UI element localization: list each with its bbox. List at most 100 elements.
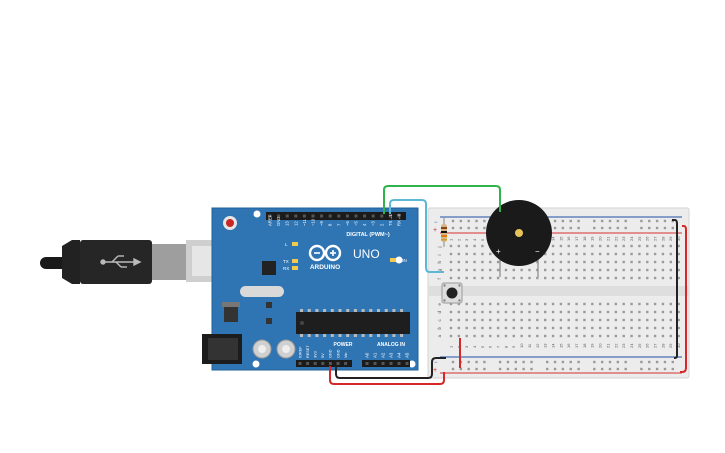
breadboard-hole[interactable] xyxy=(496,326,500,330)
breadboard-hole[interactable] xyxy=(583,276,586,280)
breadboard-hole[interactable] xyxy=(481,310,484,314)
breadboard-hole[interactable] xyxy=(559,244,563,248)
breadboard-hole[interactable] xyxy=(606,260,610,264)
breadboard-hole[interactable] xyxy=(638,244,641,248)
breadboard-hole[interactable] xyxy=(614,326,618,330)
breadboard-hole[interactable] xyxy=(653,326,657,330)
breadboard-hole[interactable] xyxy=(575,334,578,338)
breadboard-hole[interactable] xyxy=(616,360,620,364)
breadboard-hole[interactable] xyxy=(551,318,555,322)
breadboard-hole[interactable] xyxy=(544,310,547,314)
breadboard-hole[interactable] xyxy=(512,276,515,280)
breadboard-hole[interactable] xyxy=(520,318,523,322)
digital-header[interactable] xyxy=(266,212,406,220)
breadboard-hole[interactable] xyxy=(473,252,476,256)
breadboard-hole[interactable] xyxy=(655,367,659,371)
breadboard-hole[interactable] xyxy=(504,302,508,306)
breadboard-hole[interactable] xyxy=(457,276,461,280)
breadboard-hole[interactable] xyxy=(622,268,625,272)
breadboard-hole[interactable] xyxy=(614,310,618,314)
breadboard-hole[interactable] xyxy=(567,310,570,314)
breadboard-hole[interactable] xyxy=(528,334,531,338)
breadboard-hole[interactable] xyxy=(475,360,478,364)
breadboard-hole[interactable] xyxy=(544,276,547,280)
breadboard-hole[interactable] xyxy=(481,252,484,256)
breadboard-hole[interactable] xyxy=(559,260,563,264)
breadboard-hole[interactable] xyxy=(577,226,580,230)
breadboard-hole[interactable] xyxy=(614,276,618,280)
breadboard-hole[interactable] xyxy=(661,334,665,338)
breadboard-hole[interactable] xyxy=(622,276,625,280)
breadboard-hole[interactable] xyxy=(544,268,547,272)
breadboard-hole[interactable] xyxy=(669,318,672,322)
breadboard-hole[interactable] xyxy=(630,244,633,248)
breadboard-hole[interactable] xyxy=(614,334,618,338)
wire-cyan[interactable] xyxy=(389,199,444,273)
breadboard-hole[interactable] xyxy=(489,310,492,314)
breadboard-hole[interactable] xyxy=(467,226,470,230)
breadboard-hole[interactable] xyxy=(559,318,563,322)
breadboard-hole[interactable] xyxy=(583,244,586,248)
breadboard-hole[interactable] xyxy=(544,302,547,306)
breadboard-hole[interactable] xyxy=(536,260,539,264)
breadboard-hole[interactable] xyxy=(544,252,547,256)
breadboard-hole[interactable] xyxy=(669,326,672,330)
breadboard-hole[interactable] xyxy=(669,268,672,272)
breadboard-hole[interactable] xyxy=(661,260,665,264)
analog-pin[interactable] xyxy=(397,362,401,365)
breadboard-hole[interactable] xyxy=(677,276,680,280)
power-pin[interactable] xyxy=(306,362,310,365)
breadboard-hole[interactable] xyxy=(567,268,570,272)
breadboard-hole[interactable] xyxy=(671,367,674,371)
digital-pin[interactable] xyxy=(320,214,324,218)
power-pin[interactable] xyxy=(336,362,340,365)
breadboard-hole[interactable] xyxy=(630,302,633,306)
breadboard-hole[interactable] xyxy=(561,367,565,371)
breadboard-hole[interactable] xyxy=(496,302,500,306)
breadboard-hole[interactable] xyxy=(630,318,633,322)
breadboard-hole[interactable] xyxy=(591,268,594,272)
breadboard-hole[interactable] xyxy=(481,326,484,330)
breadboard-hole[interactable] xyxy=(600,360,604,364)
breadboard-hole[interactable] xyxy=(646,244,649,248)
breadboard-hole[interactable] xyxy=(640,360,643,364)
breadboard-hole[interactable] xyxy=(481,302,484,306)
breadboard-hole[interactable] xyxy=(483,367,486,371)
breadboard-hole[interactable] xyxy=(473,310,476,314)
breadboard-hole[interactable] xyxy=(624,219,627,223)
breadboard-hole[interactable] xyxy=(624,367,627,371)
breadboard-hole[interactable] xyxy=(530,360,533,364)
breadboard-hole[interactable] xyxy=(506,360,510,364)
power-pin[interactable] xyxy=(321,362,325,365)
breadboard-hole[interactable] xyxy=(551,334,555,338)
breadboard-hole[interactable] xyxy=(496,260,500,264)
breadboard-hole[interactable] xyxy=(473,276,476,280)
breadboard-hole[interactable] xyxy=(653,276,657,280)
breadboard-hole[interactable] xyxy=(536,310,539,314)
breadboard-hole[interactable] xyxy=(489,302,492,306)
breadboard-hole[interactable] xyxy=(616,226,620,230)
breadboard-hole[interactable] xyxy=(575,318,578,322)
breadboard-hole[interactable] xyxy=(577,219,580,223)
breadboard-hole[interactable] xyxy=(575,268,578,272)
breadboard-hole[interactable] xyxy=(593,367,596,371)
breadboard-hole[interactable] xyxy=(457,268,461,272)
breadboard-hole[interactable] xyxy=(653,252,657,256)
breadboard-hole[interactable] xyxy=(655,219,659,223)
breadboard-hole[interactable] xyxy=(591,318,594,322)
push-button-cap[interactable] xyxy=(446,287,458,299)
breadboard-hole[interactable] xyxy=(530,367,533,371)
breadboard-hole[interactable] xyxy=(638,334,641,338)
breadboard-hole[interactable] xyxy=(598,318,602,322)
breadboard-hole[interactable] xyxy=(536,276,539,280)
breadboard-hole[interactable] xyxy=(591,276,594,280)
breadboard-hole[interactable] xyxy=(504,268,508,272)
breadboard-hole[interactable] xyxy=(489,318,492,322)
breadboard-hole[interactable] xyxy=(512,302,515,306)
breadboard-hole[interactable] xyxy=(559,268,563,272)
breadboard-hole[interactable] xyxy=(504,276,508,280)
wire-green[interactable] xyxy=(383,185,501,214)
breadboard-hole[interactable] xyxy=(646,334,649,338)
breadboard-hole[interactable] xyxy=(646,302,649,306)
breadboard-hole[interactable] xyxy=(465,310,468,314)
